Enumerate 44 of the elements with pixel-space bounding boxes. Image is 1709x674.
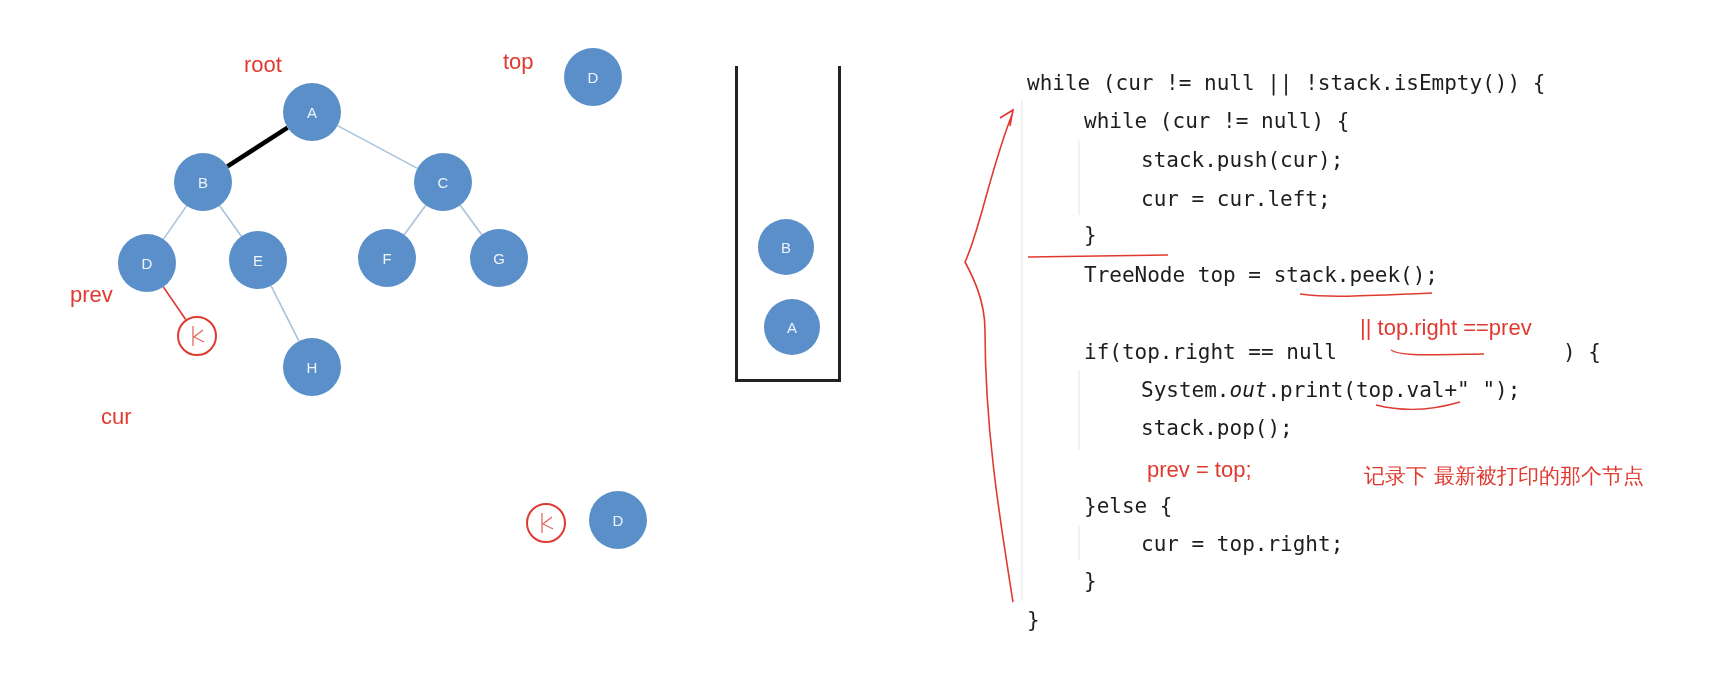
variable-label: top (503, 49, 534, 75)
code-line: cur = top.right; (1141, 532, 1344, 556)
tree-node-circle: B (174, 153, 232, 211)
tree-node-circle: G (470, 229, 528, 287)
variable-label: prev (70, 282, 113, 308)
variable-label: cur (101, 404, 132, 430)
handwritten-note: || top.right ==prev (1360, 315, 1532, 341)
tree-edge (270, 285, 300, 342)
tree-node-circle: F (358, 229, 416, 287)
tree-node-circle: D (589, 491, 647, 549)
tree-edge (218, 204, 243, 238)
tree-edge (226, 125, 289, 169)
tree-node-circle: A (283, 83, 341, 141)
code-line: }else { (1084, 494, 1173, 518)
tree-edge (403, 204, 427, 236)
tree-node-circle: D (564, 48, 622, 106)
code-line: cur = cur.left; (1141, 187, 1331, 211)
code-line: TreeNode top = stack.peek(); (1084, 263, 1438, 287)
tree-node-circle: E (229, 231, 287, 289)
tree-node-circle: B (758, 219, 814, 275)
variable-label: root (244, 52, 282, 78)
tree-edge (162, 286, 187, 321)
tree-node-circle: A (764, 299, 820, 355)
stack-container (735, 66, 841, 382)
code-line: System.out.print(top.val+" "); (1141, 378, 1521, 402)
code-line: } (1084, 569, 1097, 593)
code-line: ) { (1563, 340, 1601, 364)
circled-mark (526, 503, 566, 543)
code-line: } (1084, 223, 1097, 247)
code-line: if(top.right == null (1084, 340, 1337, 364)
code-line: while (cur != null || !stack.isEmpty()) { (1027, 71, 1546, 95)
tree-edge (336, 124, 419, 170)
tree-node-circle: H (283, 338, 341, 396)
tree-edge (162, 205, 188, 240)
tree-edge (459, 204, 483, 236)
tree-node-circle: C (414, 153, 472, 211)
code-line: } (1027, 608, 1040, 632)
code-line: stack.pop(); (1141, 416, 1293, 440)
handwritten-note: 记录下 最新被打印的那个节点 (1364, 463, 1644, 490)
code-line: while (cur != null) { (1084, 109, 1350, 133)
code-line: stack.push(cur); (1141, 148, 1344, 172)
handwritten-note: prev = top; (1147, 457, 1252, 483)
tree-node-circle: D (118, 234, 176, 292)
circled-mark (177, 316, 217, 356)
